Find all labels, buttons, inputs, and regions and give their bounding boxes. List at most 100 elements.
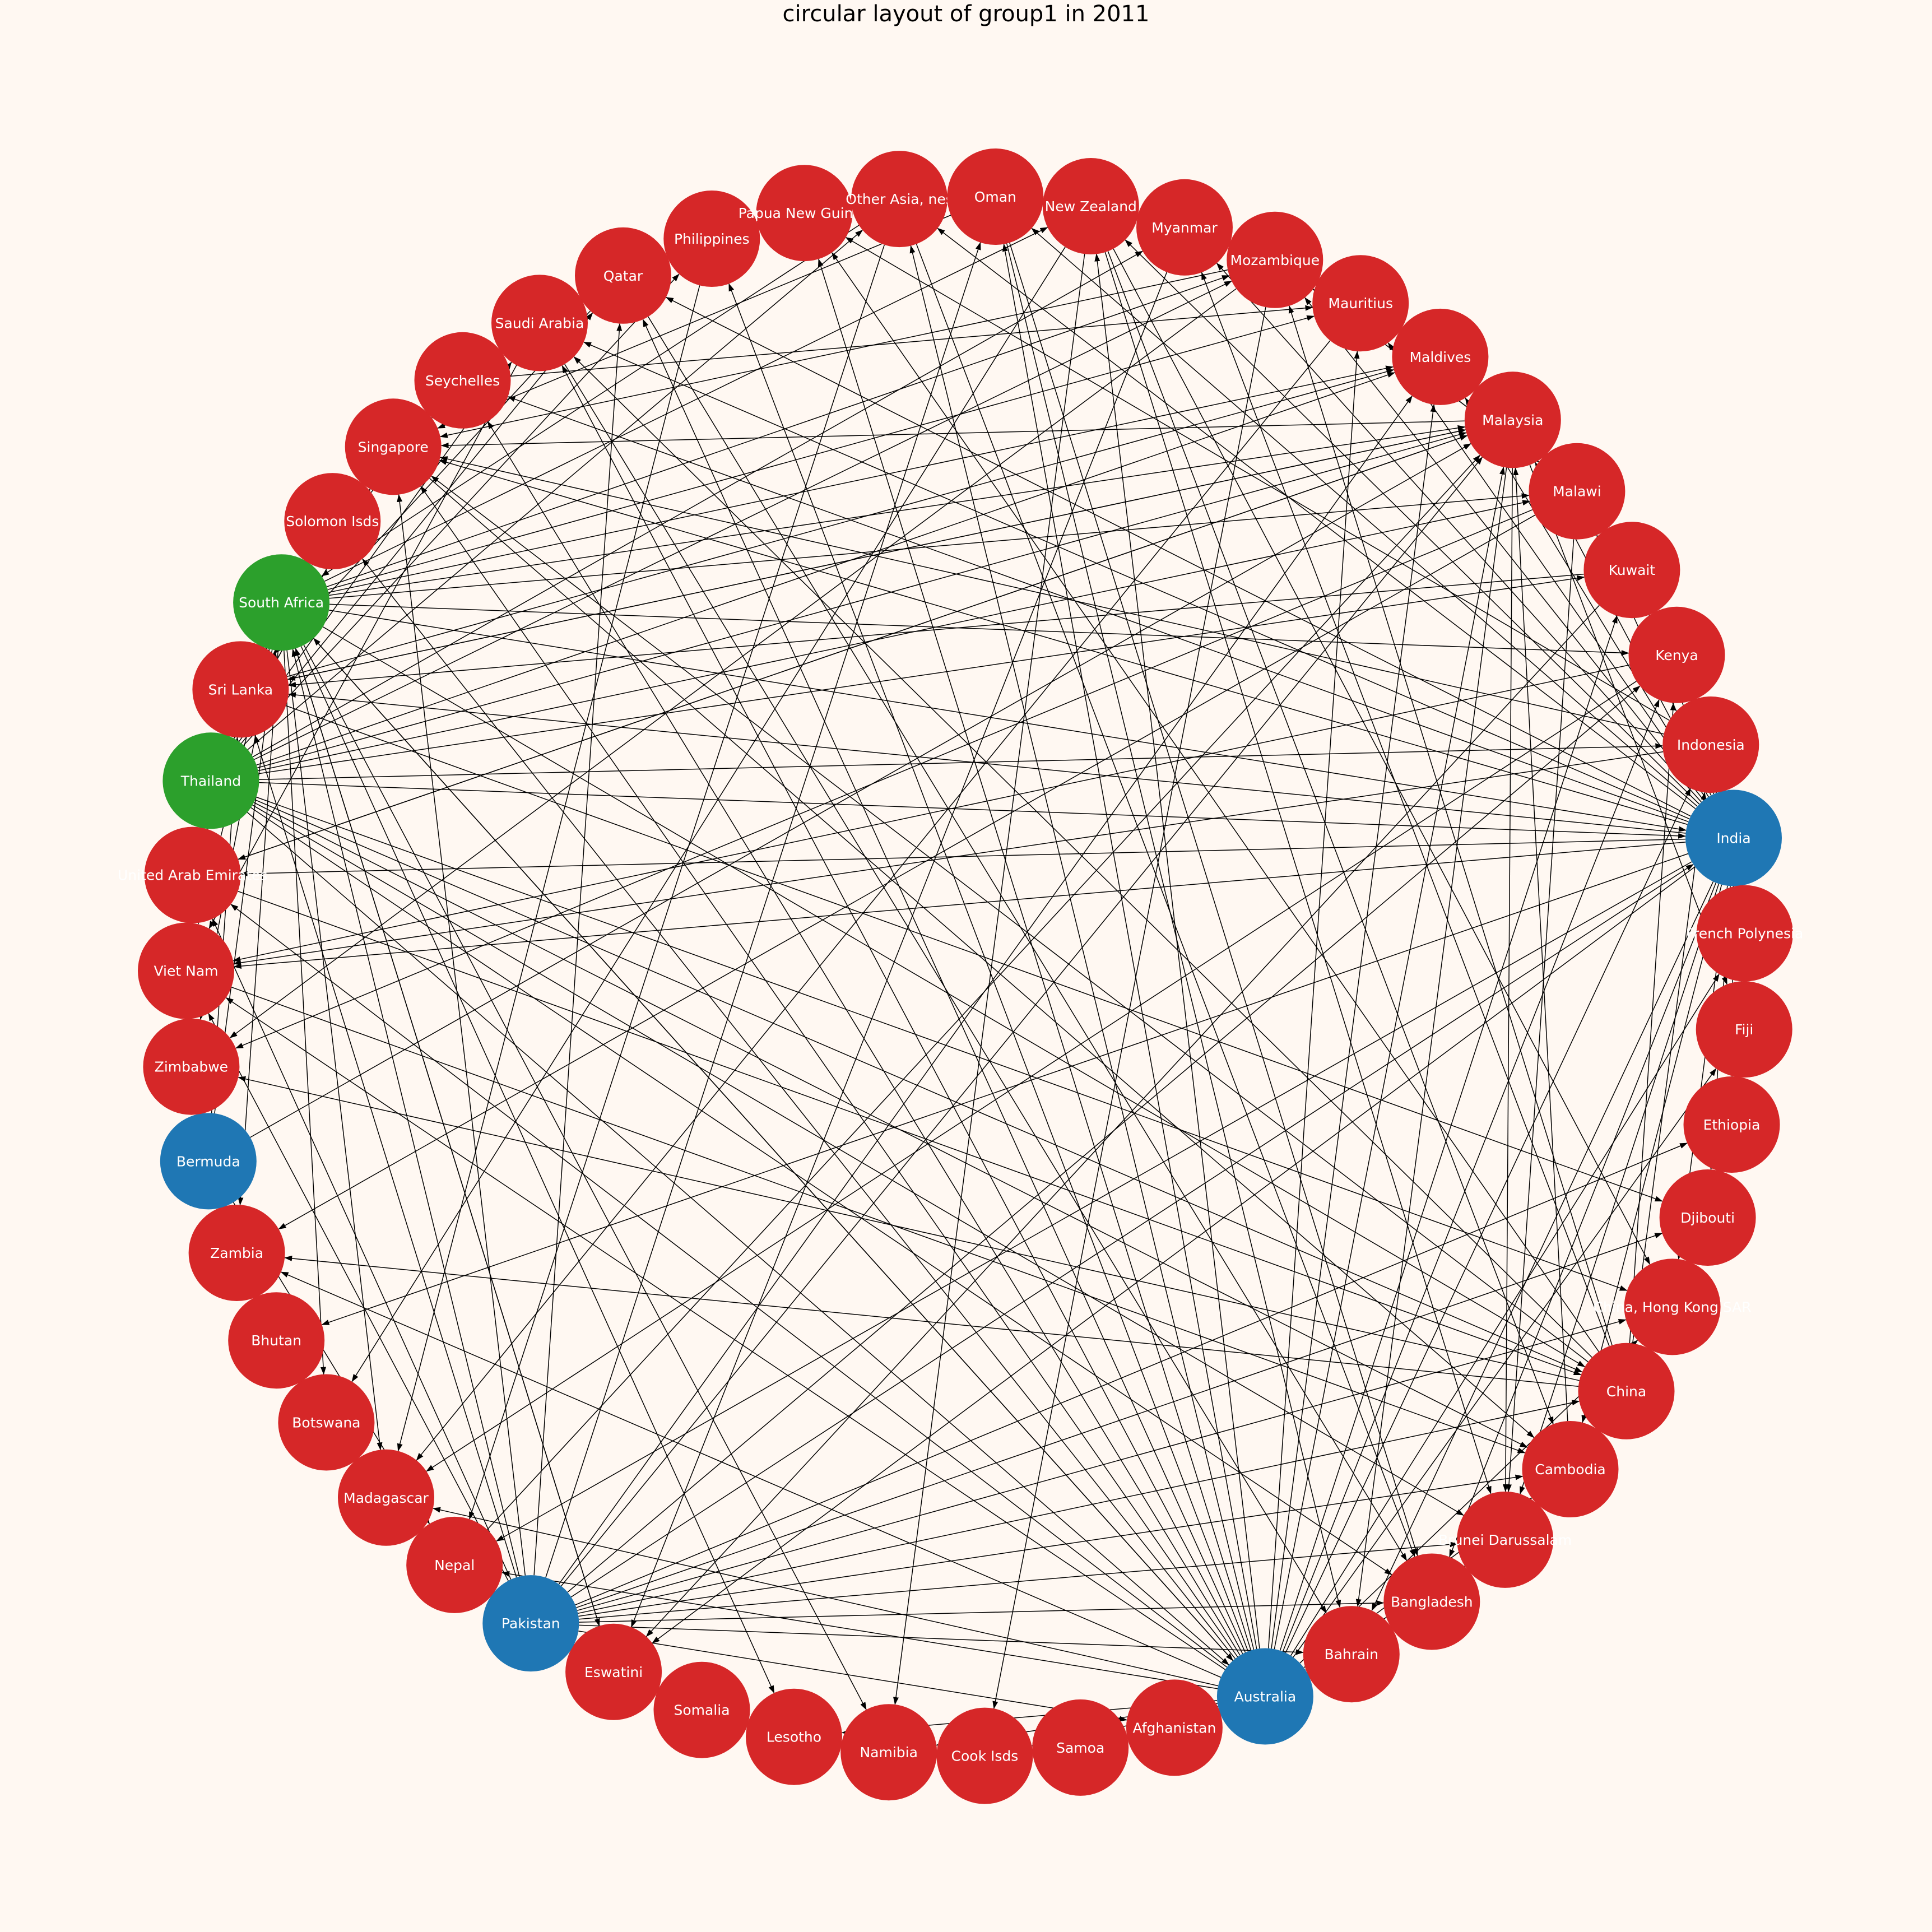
node-circle[interactable] (1529, 443, 1626, 540)
node-circle[interactable] (1578, 1343, 1675, 1439)
node-circle[interactable] (1303, 1606, 1400, 1703)
node-circle[interactable] (1032, 1699, 1129, 1796)
node-circle[interactable] (1685, 789, 1782, 886)
node-singapore[interactable]: Singapore (345, 398, 442, 495)
node-nepal[interactable]: Nepal (406, 1516, 503, 1613)
node-saudi-arabia[interactable]: Saudi Arabia (491, 275, 588, 371)
node-circle[interactable] (1522, 1421, 1619, 1517)
node-circle[interactable] (143, 1018, 240, 1115)
node-circle[interactable] (756, 165, 853, 262)
node-circle[interactable] (746, 1688, 842, 1785)
node-solomon-isds[interactable]: Solomon Isds (284, 473, 381, 570)
node-kuwait[interactable]: Kuwait (1583, 522, 1680, 619)
node-french-polynesia[interactable]: French Polynesia (1687, 885, 1804, 982)
node-circle[interactable] (1312, 255, 1409, 352)
node-seychelles[interactable]: Seychelles (414, 332, 511, 429)
node-circle[interactable] (284, 473, 381, 570)
node-circle[interactable] (840, 1704, 937, 1801)
node-circle[interactable] (138, 922, 234, 1019)
node-mozambique[interactable]: Mozambique (1227, 211, 1323, 308)
node-ethiopia[interactable]: Ethiopia (1683, 1076, 1780, 1173)
node-zimbabwe[interactable]: Zimbabwe (143, 1018, 240, 1115)
node-indonesia[interactable]: Indonesia (1662, 696, 1759, 793)
node-papua-new-guinea[interactable]: Papua New Guinea (739, 165, 870, 262)
node-circle[interactable] (1659, 1169, 1756, 1266)
node-eswatini[interactable]: Eswatini (565, 1623, 662, 1720)
node-circle[interactable] (1216, 1648, 1313, 1745)
node-circle[interactable] (414, 332, 511, 429)
node-sri-lanka[interactable]: Sri Lanka (192, 641, 289, 738)
node-brunei-darussalam[interactable]: Brunei Darussalam (1438, 1491, 1572, 1588)
node-oman[interactable]: Oman (947, 148, 1044, 245)
node-namibia[interactable]: Namibia (840, 1704, 937, 1801)
node-circle[interactable] (575, 227, 671, 324)
node-myanmar[interactable]: Myanmar (1136, 179, 1233, 276)
node-thailand[interactable]: Thailand (162, 732, 259, 829)
node-circle[interactable] (1624, 1258, 1721, 1355)
node-circle[interactable] (663, 191, 760, 287)
node-circle[interactable] (406, 1516, 503, 1613)
node-circle[interactable] (1383, 1553, 1480, 1650)
node-circle[interactable] (653, 1661, 750, 1758)
node-circle[interactable] (1628, 606, 1725, 703)
node-australia[interactable]: Australia (1216, 1648, 1313, 1745)
node-circle[interactable] (1126, 1679, 1223, 1776)
node-circle[interactable] (1136, 179, 1233, 276)
node-circle[interactable] (491, 275, 588, 371)
node-circle[interactable] (345, 398, 442, 495)
node-circle[interactable] (160, 1113, 257, 1210)
node-circle[interactable] (851, 151, 948, 248)
node-zambia[interactable]: Zambia (188, 1205, 285, 1301)
node-circle[interactable] (1464, 371, 1561, 468)
node-china[interactable]: China (1578, 1343, 1675, 1439)
node-circle[interactable] (565, 1623, 662, 1720)
node-circle[interactable] (1683, 1076, 1780, 1173)
node-afghanistan[interactable]: Afghanistan (1126, 1679, 1223, 1776)
node-circle[interactable] (1583, 522, 1680, 619)
node-bermuda[interactable]: Bermuda (160, 1113, 257, 1210)
node-djibouti[interactable]: Djibouti (1659, 1169, 1756, 1266)
node-circle[interactable] (338, 1449, 434, 1546)
node-circle[interactable] (1392, 308, 1489, 405)
node-circle[interactable] (482, 1575, 579, 1672)
node-circle[interactable] (278, 1374, 375, 1471)
node-madagascar[interactable]: Madagascar (338, 1449, 434, 1546)
node-china-hong-kong-sar[interactable]: China, Hong Kong SAR (1594, 1258, 1752, 1355)
node-circle[interactable] (1696, 981, 1792, 1078)
node-malawi[interactable]: Malawi (1529, 443, 1626, 540)
node-mauritius[interactable]: Mauritius (1312, 255, 1409, 352)
node-kenya[interactable]: Kenya (1628, 606, 1725, 703)
node-viet-nam[interactable]: Viet Nam (138, 922, 234, 1019)
node-circle[interactable] (1696, 885, 1793, 982)
node-south-africa[interactable]: South Africa (233, 554, 330, 651)
node-bahrain[interactable]: Bahrain (1303, 1606, 1400, 1703)
node-circle[interactable] (1662, 696, 1759, 793)
node-other-asia-nes[interactable]: Other Asia, nes (846, 151, 953, 248)
node-cook-isds[interactable]: Cook Isds (936, 1707, 1033, 1804)
node-fiji[interactable]: Fiji (1696, 981, 1792, 1078)
node-botswana[interactable]: Botswana (278, 1374, 375, 1471)
node-circle[interactable] (947, 148, 1044, 245)
node-new-zealand[interactable]: New Zealand (1042, 158, 1139, 254)
node-circle[interactable] (228, 1292, 325, 1389)
node-maldives[interactable]: Maldives (1392, 308, 1489, 405)
node-bangladesh[interactable]: Bangladesh (1383, 1553, 1480, 1650)
node-malaysia[interactable]: Malaysia (1464, 371, 1561, 468)
node-bhutan[interactable]: Bhutan (228, 1292, 325, 1389)
node-somalia[interactable]: Somalia (653, 1661, 750, 1758)
node-lesotho[interactable]: Lesotho (746, 1688, 842, 1785)
node-circle[interactable] (936, 1707, 1033, 1804)
node-circle[interactable] (1042, 158, 1139, 254)
node-circle[interactable] (1227, 211, 1323, 308)
node-circle[interactable] (162, 732, 259, 829)
node-circle[interactable] (233, 554, 330, 651)
node-circle[interactable] (1457, 1491, 1554, 1588)
node-qatar[interactable]: Qatar (575, 227, 671, 324)
node-circle[interactable] (188, 1205, 285, 1301)
node-cambodia[interactable]: Cambodia (1522, 1421, 1619, 1517)
node-india[interactable]: India (1685, 789, 1782, 886)
node-circle[interactable] (144, 826, 241, 923)
node-samoa[interactable]: Samoa (1032, 1699, 1129, 1796)
node-united-arab-emirates[interactable]: United Arab Emirates (118, 826, 268, 923)
node-philippines[interactable]: Philippines (663, 191, 760, 287)
